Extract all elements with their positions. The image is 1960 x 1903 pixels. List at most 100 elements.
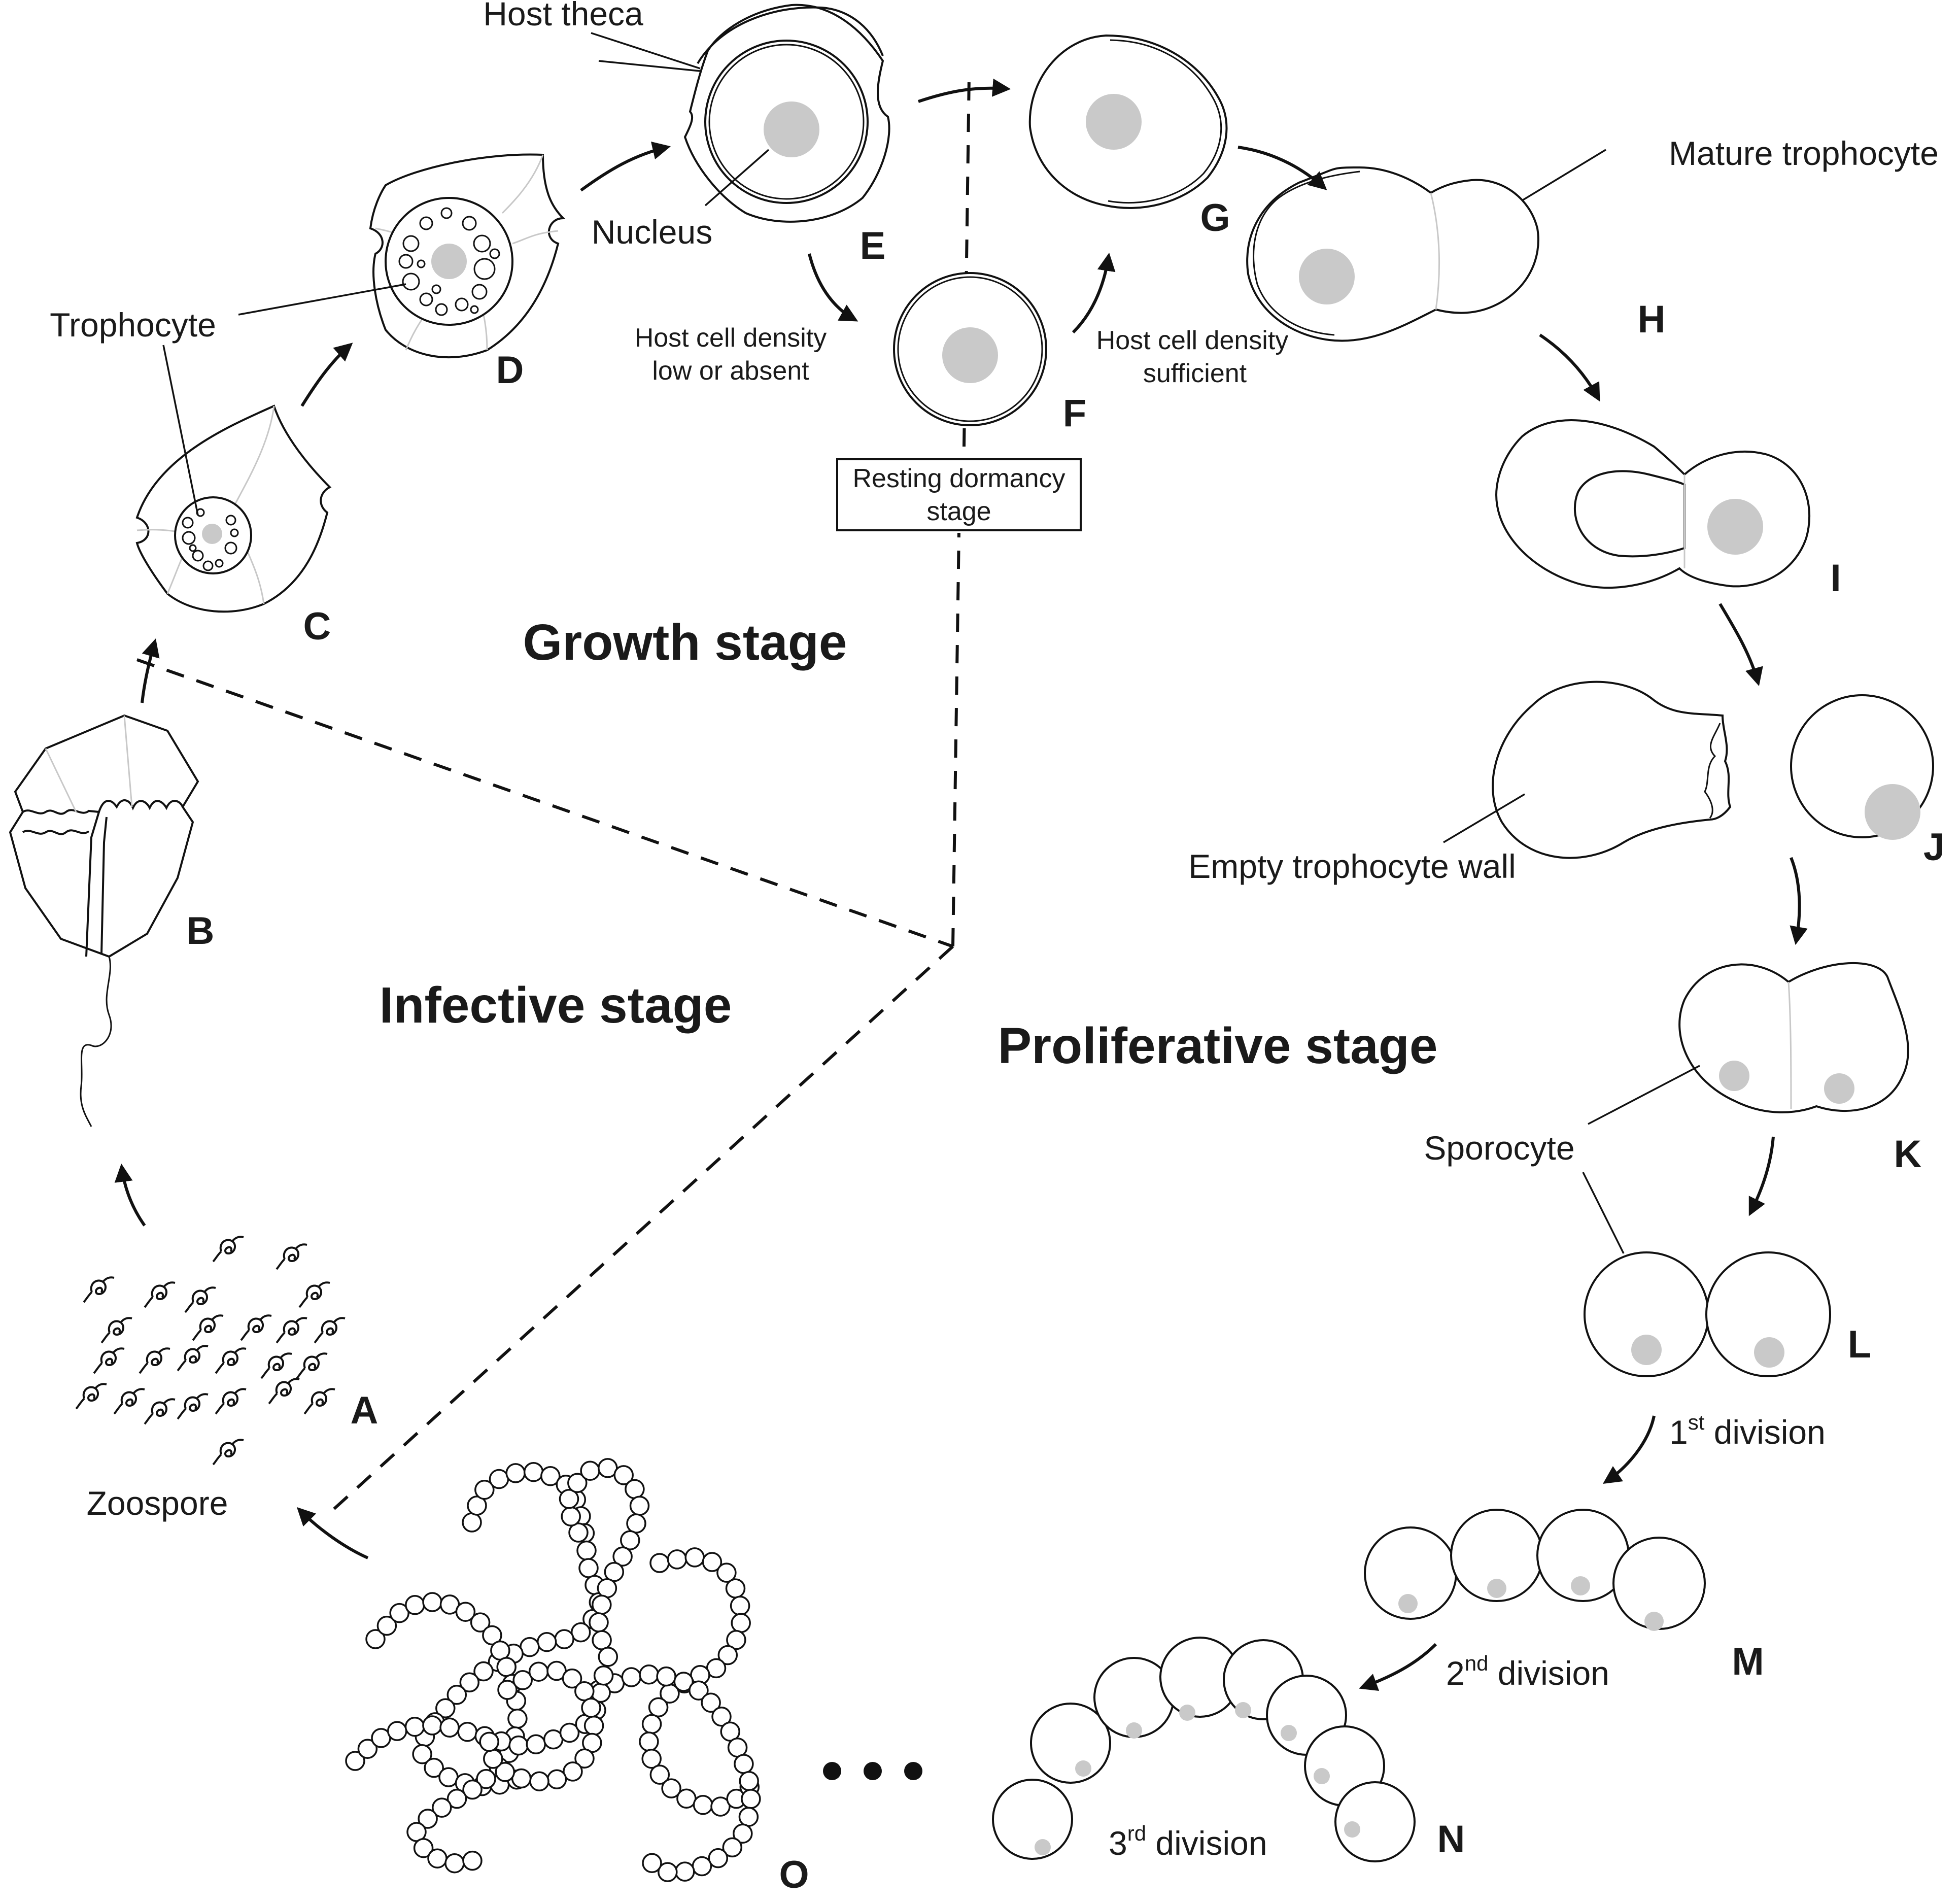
chain-cell (422, 1715, 442, 1736)
zoospore-icon (260, 1352, 292, 1379)
arrow-o-to-a (296, 1507, 369, 1559)
arrow-j-to-k (1790, 857, 1808, 945)
arrow-c-to-d (300, 343, 353, 407)
arrow-d-to-e (580, 141, 671, 192)
chain-cell (739, 1771, 759, 1791)
chain-cell (389, 1603, 409, 1623)
chain-cell (620, 1530, 640, 1550)
chain-cell (730, 1595, 750, 1616)
chain-cell (546, 1769, 567, 1790)
chain-cell (438, 1767, 459, 1787)
chain-cell (684, 1547, 705, 1568)
chain-cell (641, 1748, 662, 1769)
chain-cell (716, 1562, 737, 1583)
stage-m-four-cells (1364, 1509, 1706, 1631)
boundary-infective-proliferative (323, 945, 954, 1519)
chain-cell (726, 1629, 746, 1650)
zoospore-icon (144, 1281, 176, 1308)
letter-C: C (303, 605, 331, 648)
zoospore-icon (212, 1439, 244, 1466)
arrow-f-to-g (1072, 252, 1116, 334)
arrow-a-to-b (114, 1163, 146, 1227)
zoospore-icon (100, 1317, 132, 1344)
letter-F: F (1063, 392, 1086, 435)
chain-cell (459, 1672, 480, 1693)
mature-trophocyte-leader (1522, 149, 1606, 201)
chain-cell (482, 1625, 502, 1646)
second-division-label: 2nd division (1446, 1651, 1609, 1692)
density-ok-line2: sufficient (1143, 359, 1247, 388)
chain-cell (589, 1612, 609, 1633)
letter-B: B (187, 909, 215, 953)
density-low-line2: low or absent (652, 356, 809, 386)
chain-cell (711, 1707, 732, 1727)
chain-cell (505, 1463, 526, 1483)
chain-cell (708, 1848, 729, 1868)
chain-cell (734, 1754, 754, 1774)
chain-cell (673, 1672, 694, 1692)
zoospore-icon (192, 1314, 224, 1341)
flagellum (80, 956, 112, 1127)
chain-cell (710, 1796, 731, 1817)
arrow-b-to-c (141, 638, 160, 703)
third-division-label: 3rd division (1109, 1821, 1267, 1862)
letter-M: M (1732, 1640, 1764, 1683)
letter-D: D (496, 349, 524, 392)
chain-cell (580, 1460, 600, 1481)
sporocyte-leader-k (1588, 1065, 1700, 1125)
chain-cell (676, 1788, 697, 1809)
chain-cell (387, 1721, 407, 1741)
zoospore-icon (215, 1347, 247, 1374)
stage-boundaries (136, 76, 971, 1519)
chain-cell (439, 1717, 460, 1738)
density-low-line1: Host cell density (635, 323, 827, 353)
chain-cell (418, 1809, 438, 1829)
chain-cell (559, 1488, 579, 1509)
chain-cell (581, 1697, 601, 1718)
chain-cell (435, 1698, 456, 1718)
chain-cell (497, 1680, 518, 1700)
chain-cell (476, 1769, 496, 1789)
stage-c-early-trophocyte (135, 404, 332, 613)
nucleus-leader (704, 149, 770, 207)
letter-G: G (1200, 196, 1230, 240)
sporocyte-label: Sporocyte (1424, 1129, 1574, 1167)
chain-cell (405, 1595, 425, 1615)
letter-H: H (1638, 298, 1666, 341)
zoospore-icon (144, 1398, 176, 1425)
letter-E: E (860, 224, 886, 267)
chain-cell (567, 1473, 588, 1493)
chain-cell (598, 1647, 618, 1667)
chain-cell (455, 1602, 476, 1622)
letter-J: J (1923, 826, 1945, 869)
arrow-k-to-l (1748, 1136, 1775, 1216)
arrow-i-to-j (1718, 603, 1763, 686)
first-division-label: 1st division (1669, 1410, 1826, 1451)
zoospore-icon (184, 1286, 216, 1313)
zoospore-icon (298, 1281, 330, 1308)
stage-b-dinoflagellate (9, 714, 199, 1127)
trophocyte-leader-c (162, 345, 199, 516)
arrow-h-to-i (1539, 333, 1600, 402)
sporocyte-leader-l (1582, 1172, 1625, 1254)
chain-cell (507, 1709, 528, 1729)
chain-cell (597, 1578, 617, 1599)
chain-cell (692, 1856, 712, 1877)
zoospore-icon (113, 1388, 145, 1415)
arrow-m-to-n (1359, 1643, 1437, 1691)
stage-g-released-trophocyte (1028, 34, 1228, 209)
chain-cell (648, 1697, 669, 1718)
stage-k-sporocyte (1678, 962, 1909, 1113)
chain-cell (404, 1716, 425, 1737)
chain-cell (490, 1640, 510, 1661)
growth-stage-title: Growth stage (523, 614, 847, 671)
zoospore-icon (303, 1388, 335, 1415)
chain-cell (462, 1512, 482, 1533)
host-theca-leader (591, 32, 701, 72)
letter-K: K (1894, 1133, 1922, 1176)
zoospore-icon (296, 1352, 328, 1379)
chain-cell (412, 1744, 432, 1764)
zoospore-icon (314, 1317, 346, 1344)
zoospore-icon (268, 1378, 300, 1405)
chain-cell (693, 1794, 713, 1815)
